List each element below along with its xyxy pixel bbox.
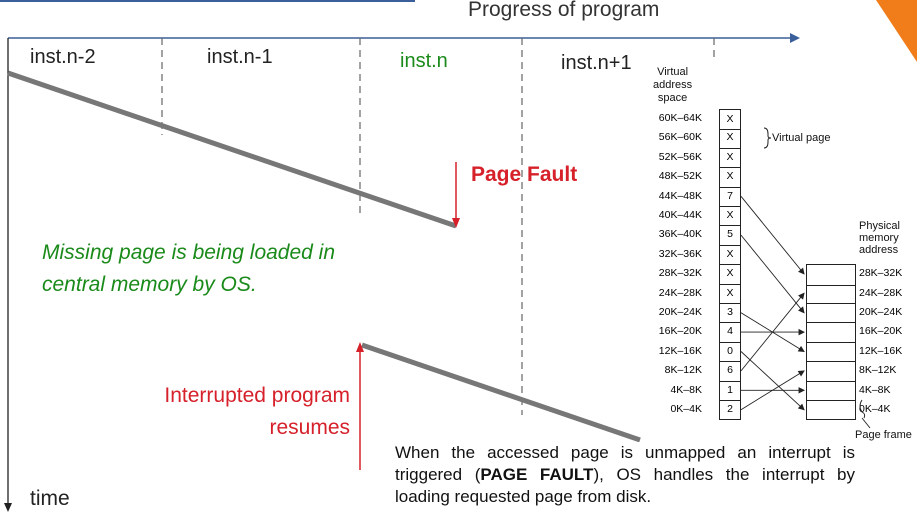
progress-axis-arrowhead [790,33,800,43]
page-table-entry: 7 [719,186,741,207]
virtual-range-label: 28K–32K [658,267,702,280]
page-table-entry: 0 [719,341,741,363]
virtual-range-label: 32K–36K [658,247,702,260]
physical-frame [806,400,856,421]
physical-frame [806,322,856,343]
virtual-range-label: 56K–60K [658,131,702,144]
resume-arrowhead [356,342,364,352]
mapping-arrows [740,196,871,429]
page-table-entry: X [719,167,741,188]
page-table-entry: X [719,109,741,131]
page-table-entry: 6 [719,361,741,382]
virtual-page-brace [763,127,772,149]
time-label: time [30,487,70,510]
physical-range-label: 28K–32K [859,267,903,280]
page-table-entry: X [719,264,741,285]
page-fault-arrowhead [452,218,460,228]
virtual-range-label: 52K–56K [658,150,702,163]
page-fault-explanation: When the accessed page is unmapped an in… [395,442,855,508]
physical-frame [806,380,856,401]
physical-range-label: 16K–20K [859,325,903,338]
execution-line-after-resume [361,342,641,443]
missing-page-message: Missing page is being loaded in central … [42,241,336,296]
virtual-range-label: 44K–48K [658,189,702,202]
page-table-entry: 3 [719,303,741,324]
page-table-entry: 5 [719,225,741,246]
physical-range-label: 24K–28K [859,286,903,299]
instruction-label-n+1: inst.n+1 [561,52,632,74]
page-fault-label: Page Fault [471,163,578,186]
virtual-range-label: 60K–64K [658,112,702,124]
resume-message: Interrupted program resumes [164,384,350,439]
virtual-range-label: 16K–20K [658,325,702,338]
page-table-entry: X [719,206,741,227]
physical-address-header: Physical memory address [859,220,900,256]
virtual-page-label: Virtual page [772,132,831,144]
virtual-range-label: 48K–52K [658,170,702,183]
physical-frame [806,341,856,363]
instruction-label-n-2: inst.n-2 [30,46,96,68]
virtual-range-label: 40K–44K [658,209,702,221]
virtual-range-label: 20K–24K [658,306,702,318]
virtual-range-label: 12K–16K [658,344,702,357]
explanation-text-1: When the accessed page is unmapped an in… [395,443,855,484]
physical-range-label: 4K–8K [859,383,891,396]
execution-line-before-fault [7,70,457,229]
page-table-entry: X [719,147,741,169]
physical-range-label: 0K–4K [859,403,891,415]
page-table-entry: 4 [719,322,741,343]
page-table-entry: 1 [719,380,741,401]
virtual-range-label: 4K–8K [670,383,702,396]
page-frame-label: Page frame [855,429,912,441]
chart-title: Progress of program [468,0,660,21]
physical-frame [806,264,856,286]
instruction-label-n: inst.n [400,50,448,72]
page-table-entry: X [719,244,741,266]
virtual-range-label: 36K–40K [658,228,702,241]
physical-range-label: 8K–12K [859,364,897,377]
virtual-range-label: 24K–28K [658,286,702,299]
virtual-address-header: Virtual address space [653,66,693,104]
physical-frame [806,361,856,382]
physical-frame [806,283,856,304]
page-table-entry: X [719,128,741,149]
page-table-figure: Virtual address space 60K–64K 56K–60K 52K–… [630,62,917,447]
physical-range-label: 20K–24K [859,306,903,318]
explanation-text-2: ), OS handles the interrupt by loading r… [395,465,855,506]
physical-range-label: 12K–16K [859,344,903,357]
page-table-entry: 2 [719,400,741,421]
header-underline [0,0,415,2]
time-axis-arrowhead [4,503,12,512]
virtual-range-label: 0K–4K [670,403,702,415]
instruction-label-n-1: inst.n-1 [207,46,273,68]
virtual-range-label: 8K–12K [664,364,702,377]
orange-corner-shape [876,0,917,62]
physical-frame [806,303,856,324]
page-table-entry: X [719,283,741,304]
explanation-bold: PAGE FAULT [480,465,594,484]
